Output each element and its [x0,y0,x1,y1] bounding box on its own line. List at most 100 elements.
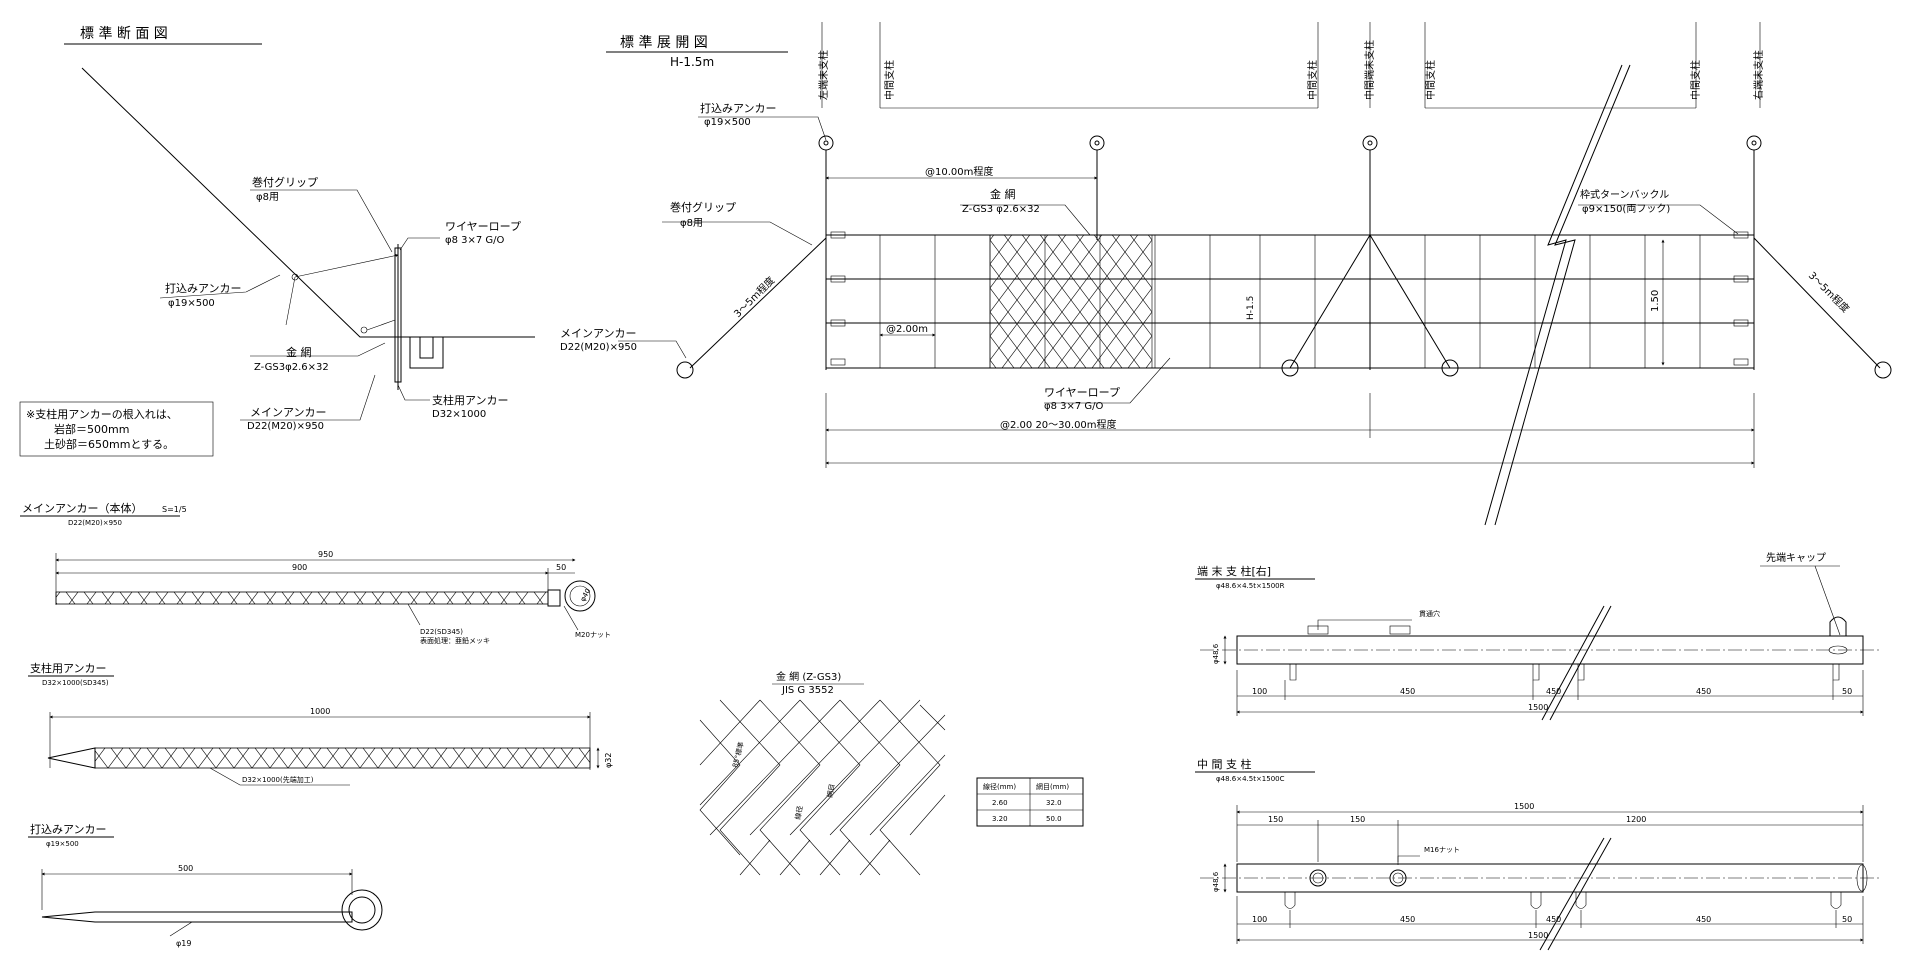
mid-post-top-dim-0: 150 [1268,815,1283,824]
elevation-net-spec: Z-GS3 φ2.6×32 [962,204,1040,215]
fence-grid [879,235,1701,368]
main-anchor-scale: S=1/5 [162,505,187,514]
main-anchor-dim-body: 900 [292,563,307,572]
netting-standard: JIS G 3552 [781,685,834,696]
mid-post-title: 中 間 支 柱 [1197,757,1252,771]
drive-anchor-spec: φ19×500 [46,840,79,848]
mid-post-dim-1: 450 [1400,915,1415,924]
post-anchor-callout: D32×1000(先端加工) [242,775,314,784]
turnbuckles [830,231,1749,366]
elevation-turnbuckle-label: 枠式ターンバックル [1580,188,1669,201]
note-line-3: 土砂部＝650mmとする。 [44,437,174,451]
elevation-main-anchor-label: メインアンカー [560,327,637,340]
netting-table-cell-0-1: 32.0 [1046,799,1062,807]
mid-post-detail: 中 間 支 柱 φ48.6×4.5t×1500C 150 150 1500 12… [1195,757,1880,951]
elevation-wire-spec: φ8 3×7 G/O [1044,401,1104,412]
main-anchor-nut: M20ナット [575,631,611,639]
netting-spec-table: 線径(mm) 網目(mm) 2.60 32.0 3.20 50.0 [976,777,1084,827]
end-post-title: 端 末 支 柱[右] [1197,564,1271,578]
section-wire-label: ワイヤーロープ [445,220,521,233]
section-main-anchor-label: メインアンカー [250,406,327,419]
end-post-dim-2: 450 [1546,687,1561,696]
post-label-mid-end: 中間端末支柱 [1363,40,1376,100]
end-post-dia: φ48.6 [1212,643,1220,664]
end-post-dim-total: 1500 [1528,703,1548,712]
drive-anchor-diameter: φ19 [176,939,191,948]
elevation-spacing: @2.00m [886,324,928,335]
elevation-wire-label: ワイヤーロープ [1044,386,1120,399]
end-post-detail: 端 末 支 柱[右] φ48.6×4.5t×1500R 先端キャップ 貫通穴 φ… [1195,551,1880,721]
mid-post-dia: φ48.6 [1212,871,1220,892]
section-wire-spec: φ8 3×7 G/O [445,235,505,246]
drive-anchor-detail: 打込みアンカー φ19×500 500 φ19 [28,822,383,948]
post-anchor-dim-total: 1000 [310,707,330,716]
elevation-total-dim: @2.00 20～30.00m程度 [1000,418,1117,431]
netting-table-header-0: 線径(mm) [983,782,1016,791]
mid-post-dim-total: 1500 [1528,931,1548,940]
mid-post-nut-label: M16ナット [1424,846,1460,854]
post-label-right-end: 右端末支柱 [1752,50,1765,100]
mid-post-dim-3: 450 [1696,915,1711,924]
section-labels: 巻付グリップ φ8用 ワイヤーロープ φ8 3×7 G/O 打込みアンカー φ1… [165,175,521,432]
netting-title: 金 網 (Z-GS3) [776,670,841,683]
post-label-mid-d: 中間支柱 [1689,60,1702,100]
post-anchor-detail: 支柱用アンカー D32×1000(SD345) 1000 φ32 D32×100… [28,661,613,786]
main-anchor-detail: メインアンカー（本体） S=1/5 D22(M20)×950 950 900 5… [20,501,611,645]
netting-table-cell-0-0: 2.60 [992,799,1008,807]
main-anchor-material: D22(SD345) [420,628,463,636]
post-anchor-diameter: φ32 [604,753,613,768]
elevation-labels: 打込みアンカー φ19×500 @10.00m程度 金 網 Z-GS3 φ2.6… [560,101,1852,431]
netting-detail: 金 網 (Z-GS3) JIS G 3552 85°標準 線径 網目 [699,670,1084,876]
end-post-spec: φ48.6×4.5t×1500R [1216,582,1285,590]
section-grip-spec: φ8用 [256,192,279,203]
elevation-slope-left: 3～5m程度 [731,274,777,320]
netting-mesh [699,699,946,876]
elevation-drive-anchor-spec: φ19×500 [704,117,751,128]
main-anchor-eye: φ40 [579,587,593,603]
elevation-slope-right: 3～5m程度 [1806,269,1852,315]
netting-table-cell-1-0: 3.20 [992,815,1008,823]
main-anchor-title: メインアンカー（本体） [22,501,143,515]
end-post-cap-label: 先端キャップ [1766,551,1826,564]
drive-anchor-dim-total: 500 [178,864,193,873]
note-line-2: 岩部＝500mm [54,422,129,436]
drive-anchor-title: 打込みアンカー [30,822,107,836]
section-net-spec: Z-GS3φ2.6×32 [254,362,329,373]
elevation-main-anchor-spec: D22(M20)×950 [560,342,637,353]
post-label-mid-a: 中間支柱 [883,60,896,100]
main-anchor-dim-end: 50 [556,563,566,572]
elevation-drive-anchor-label: 打込みアンカー [700,101,777,115]
elevation-title: 標 準 展 開 図 [620,35,708,51]
anchor-depth-note: ※支柱用アンカーの根入れは、 岩部＝500mm 土砂部＝650mmとする。 [19,401,214,457]
mid-post-spec: φ48.6×4.5t×1500C [1216,775,1285,783]
end-post-dim-1: 450 [1400,687,1415,696]
elevation-grip-label: 巻付グリップ [670,200,736,214]
section-post-anchor-label: 支柱用アンカー [432,393,509,407]
section-net-label: 金 網 [286,345,312,359]
elevation-turnbuckle-spec: φ9×150(両フック) [1582,203,1670,215]
mid-post-top-dim-3: 1200 [1626,815,1646,824]
note-line-1: ※支柱用アンカーの根入れは、 [26,407,178,421]
elevation-net-label: 金 網 [990,187,1016,201]
end-post-dim-0: 100 [1252,687,1267,696]
post-anchor-spec: D32×1000(SD345) [42,679,109,687]
elevation-height-mark: H-1.5 [1246,296,1256,320]
mid-post-dim-4: 50 [1842,915,1852,924]
post-anchor-title: 支柱用アンカー [30,661,107,675]
section-drive-anchor-label: 打込みアンカー [165,281,242,295]
netting-label-c: 網目 [825,783,836,798]
post-label-mid-c: 中間支柱 [1424,60,1437,100]
post-labels: 左端末支柱 中間支柱 中間支柱 中間端末支柱 中間支柱 中間支柱 右端末支柱 [817,22,1765,109]
elevation-height-dim: 1.50 [1650,290,1661,312]
mid-post-top-dim-1: 150 [1350,815,1365,824]
netting-table-cell-1-1: 50.0 [1046,815,1062,823]
section-post-anchor-spec: D32×1000 [432,409,486,420]
mid-post-top-dim-2: 1500 [1514,802,1534,811]
post-label-mid-b: 中間支柱 [1306,60,1319,100]
section-title: 標 準 断 面 図 [80,26,168,42]
post-label-left-end: 左端末支柱 [817,50,830,100]
mesh-area [989,234,1153,369]
end-post-dim-3: 450 [1696,687,1711,696]
netting-label-b: 線径 [793,805,804,820]
